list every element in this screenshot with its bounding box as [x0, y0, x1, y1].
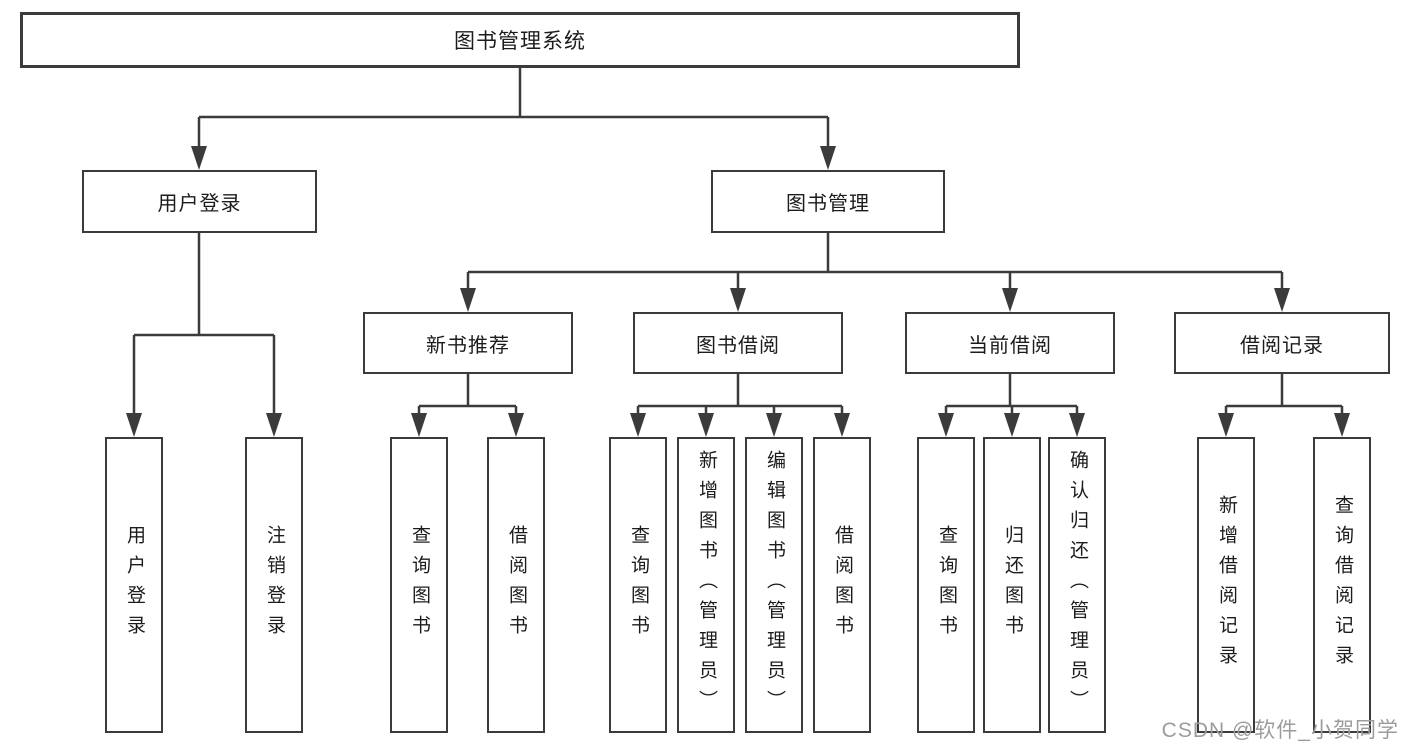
leaf-query-book-current: 查询图书 [917, 437, 975, 733]
leaf-return-book: 归还图书 [983, 437, 1041, 733]
node-book-borrowing: 图书借阅 [633, 312, 843, 374]
leaf-query-book-recommend: 查询图书 [390, 437, 448, 733]
leaf-edit-book-admin: 编辑图书（管理员） [745, 437, 803, 733]
node-borrowing-records: 借阅记录 [1174, 312, 1390, 374]
watermark: CSDN @软件_小贺同学 [1161, 719, 1399, 742]
leaf-confirm-return-admin: 确认归还（管理员） [1048, 437, 1106, 733]
node-user-login: 用户登录 [82, 170, 317, 233]
leaf-borrow-book-recommend: 借阅图书 [487, 437, 545, 733]
leaf-add-borrow-record: 新增借阅记录 [1197, 437, 1255, 733]
node-new-book-recommendation: 新书推荐 [363, 312, 573, 374]
node-current-borrowing: 当前借阅 [905, 312, 1115, 374]
node-book-management: 图书管理 [711, 170, 945, 233]
leaf-user-login: 用户登录 [105, 437, 163, 733]
leaf-borrow-book-borrowing: 借阅图书 [813, 437, 871, 733]
node-root: 图书管理系统 [20, 12, 1020, 68]
leaf-logout: 注销登录 [245, 437, 303, 733]
leaf-query-book-borrowing: 查询图书 [609, 437, 667, 733]
leaf-add-book-admin: 新增图书（管理员） [677, 437, 735, 733]
leaf-query-borrow-record: 查询借阅记录 [1313, 437, 1371, 733]
